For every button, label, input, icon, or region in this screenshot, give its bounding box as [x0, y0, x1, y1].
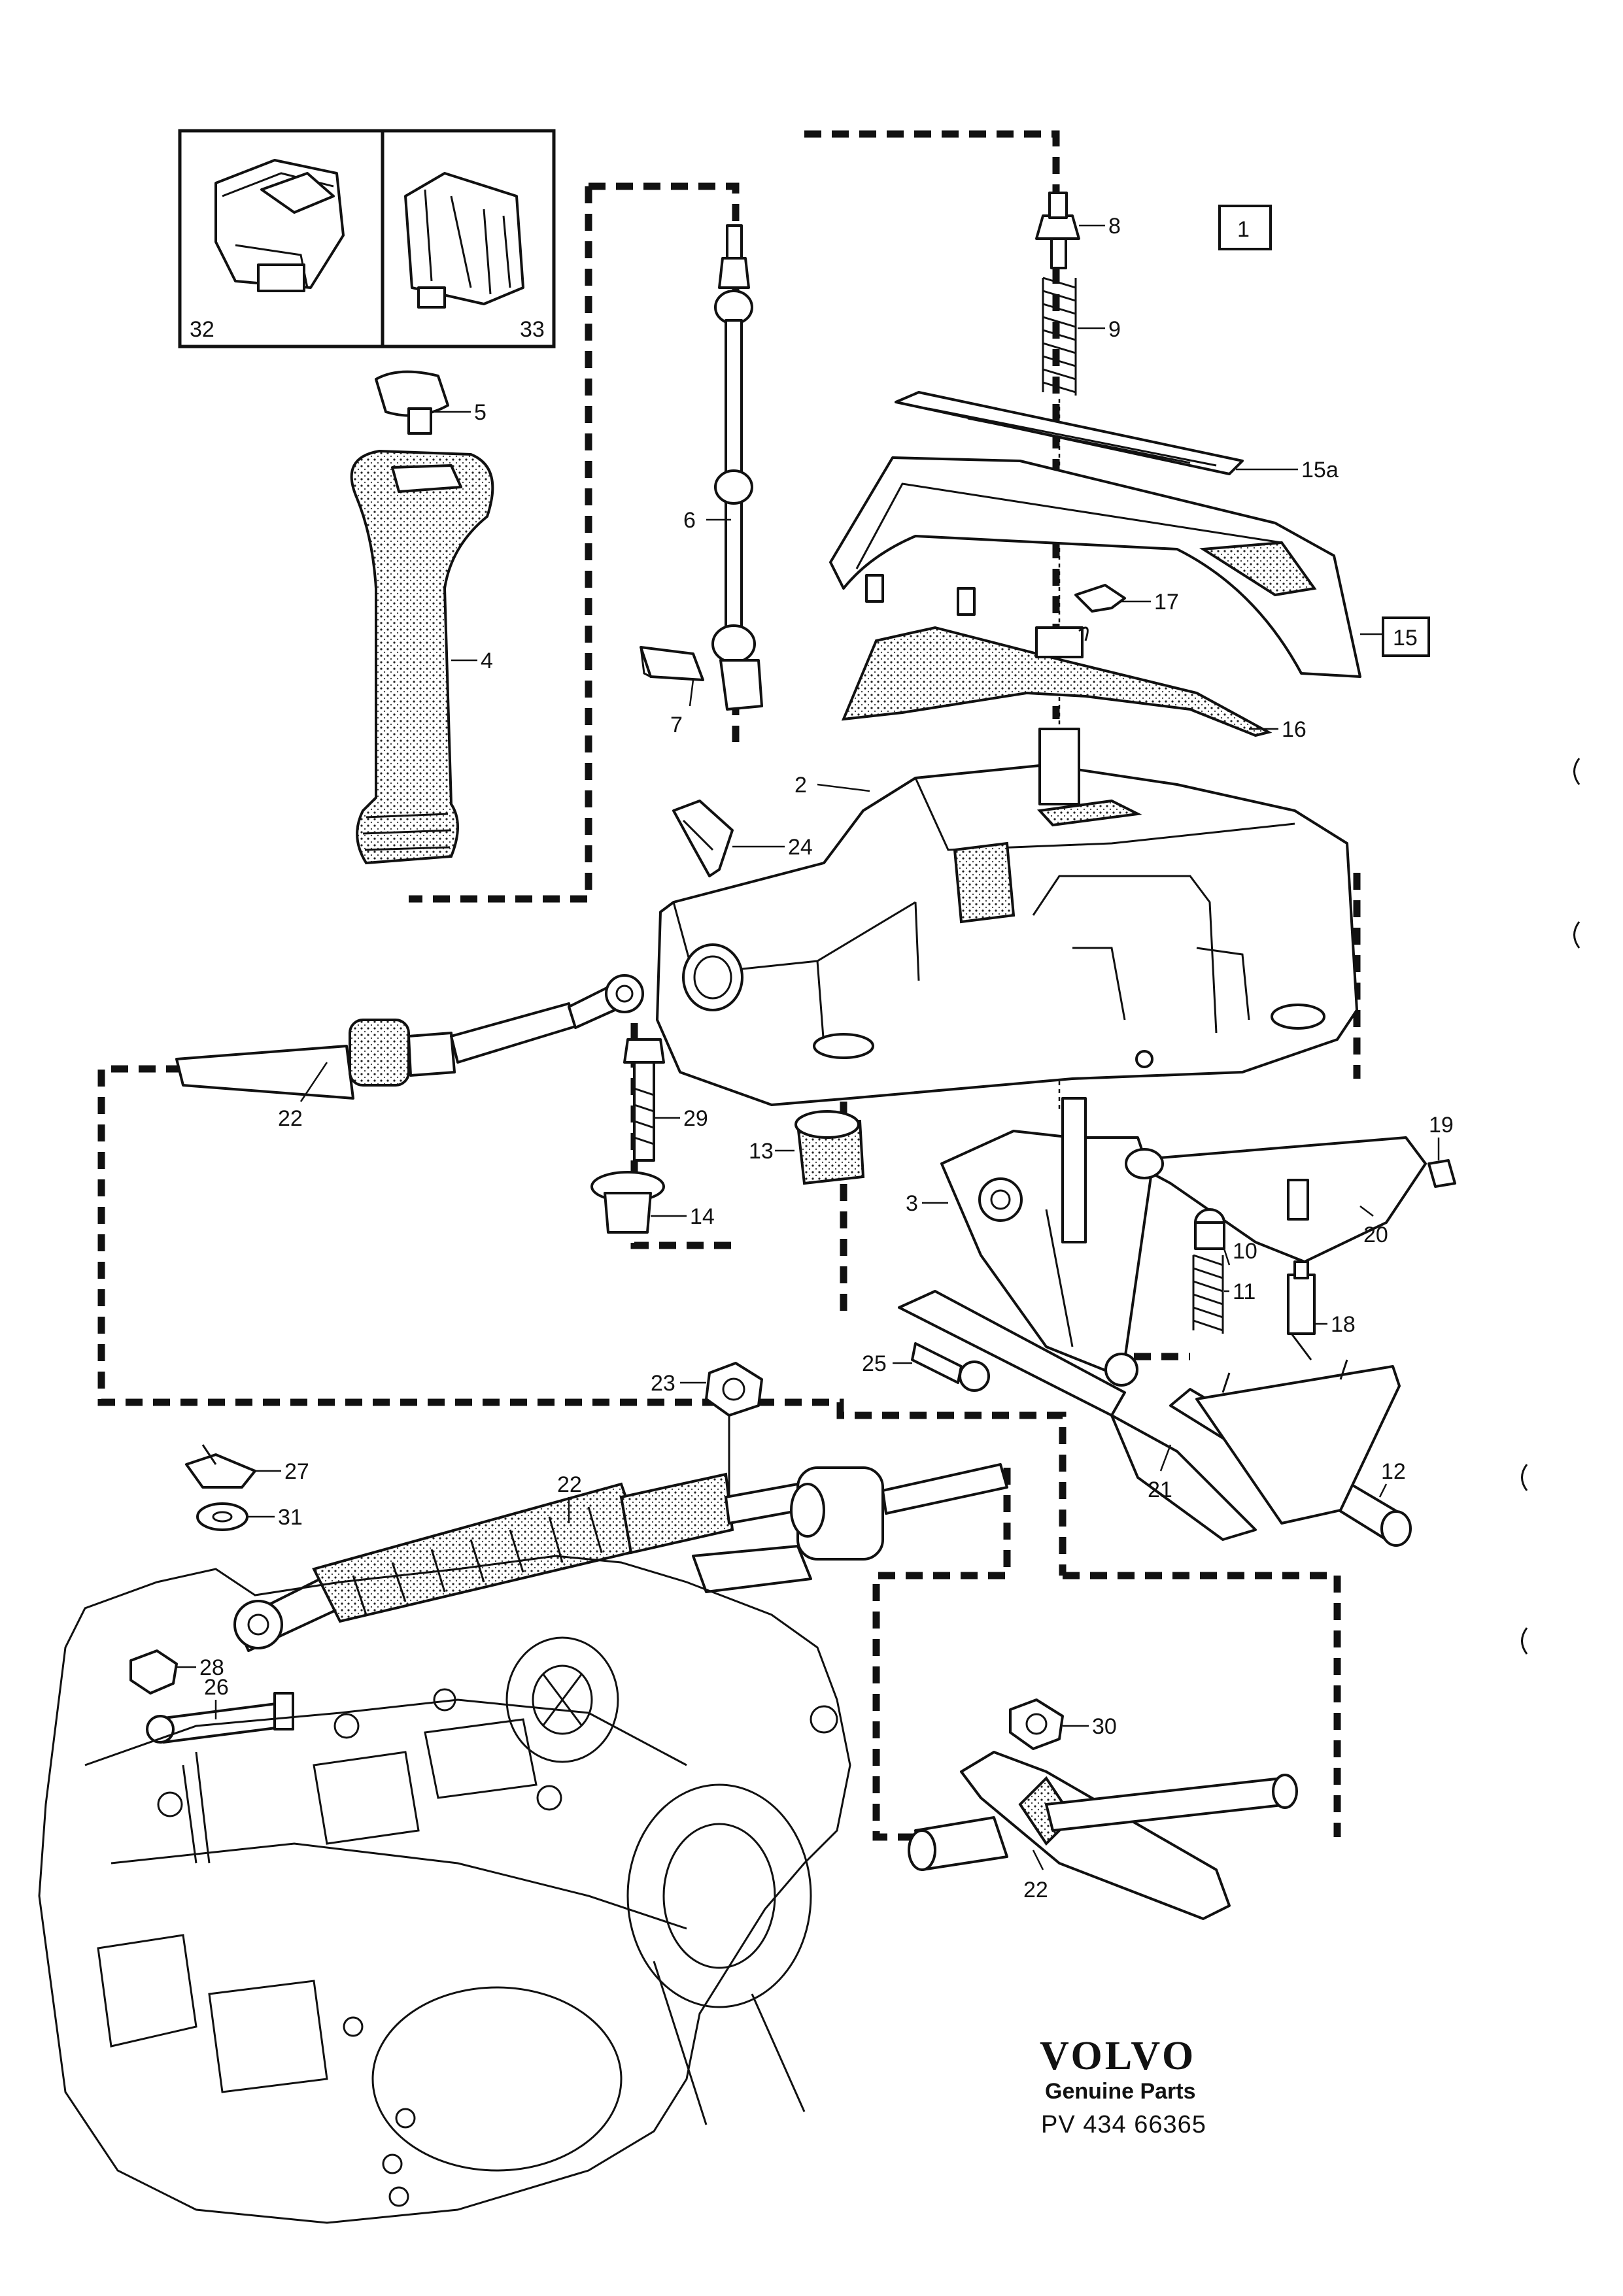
callout-32: 32	[190, 317, 214, 342]
callout-22-middle: 22	[557, 1472, 582, 1497]
callout-26: 26	[204, 1675, 229, 1700]
callout-30: 30	[1092, 1714, 1117, 1739]
callout-28: 28	[199, 1655, 224, 1680]
part-22-lower-cable	[233, 1463, 1008, 1652]
inset-box: 32 33	[178, 129, 556, 348]
leader-lines	[177, 224, 1440, 1870]
part-3-lever-bracket	[940, 1097, 1152, 1387]
drawing-reference: PV 434 66365	[1041, 2111, 1206, 2138]
callout-13: 13	[749, 1139, 774, 1164]
callouts: 8 9 15a 17 16 2 24 5 6 7 4 22 29 14 13 3…	[199, 214, 1454, 1902]
part-2-shift-housing	[656, 728, 1358, 1106]
part-21-selector-plate	[898, 1290, 1257, 1541]
part-14-bushing	[590, 1171, 665, 1234]
assembly-number: 15	[1393, 626, 1418, 650]
part-10-plunger	[1194, 1208, 1225, 1250]
part-11-spring	[1192, 1254, 1224, 1334]
part-13-rubber-bushing	[794, 1110, 865, 1185]
section-number: 1	[1237, 217, 1250, 242]
part-31-washer	[196, 1502, 248, 1531]
edge-marks	[1521, 758, 1580, 1655]
callout-22-lower: 22	[1023, 1878, 1048, 1902]
callout-15a: 15a	[1301, 458, 1339, 482]
part-20-guide-plate	[1125, 1136, 1427, 1263]
brand-block: VOLVO Genuine Parts PV 434 66365	[1040, 2034, 1206, 2138]
part-22-upper-cable	[175, 974, 644, 1100]
part-29-bolt	[623, 1038, 665, 1162]
part-5-knob-cap	[375, 370, 449, 435]
callout-6: 6	[683, 508, 696, 533]
callout-31: 31	[278, 1505, 303, 1530]
part-12-housing	[1195, 1359, 1401, 1525]
callout-3: 3	[906, 1191, 918, 1216]
part-27-clip	[185, 1444, 256, 1489]
part-19-clip	[1427, 1159, 1456, 1188]
part-24-spring-clip	[672, 800, 734, 877]
callout-10: 10	[1233, 1239, 1257, 1264]
callout-7: 7	[670, 713, 683, 737]
callout-18: 18	[1331, 1312, 1356, 1337]
brand-logo: VOLVO	[1040, 2034, 1196, 2078]
part-16-gear-bellow	[841, 626, 1273, 737]
part-25-pin	[911, 1342, 990, 1392]
callout-11: 11	[1233, 1279, 1256, 1304]
callout-16: 16	[1282, 717, 1307, 742]
callout-21: 21	[1148, 1477, 1172, 1502]
callout-12: 12	[1381, 1459, 1406, 1484]
part-4-gear-lever-knob	[350, 449, 494, 865]
callout-5: 5	[474, 400, 487, 425]
assembly-box-15: 15	[1382, 616, 1430, 657]
part-17-clip	[1074, 584, 1126, 641]
part-6-lever-rod	[711, 224, 763, 711]
callout-9: 9	[1108, 317, 1121, 342]
part-18-sensor	[1287, 1260, 1316, 1360]
callout-20: 20	[1363, 1223, 1388, 1247]
part-33-relay	[404, 172, 524, 309]
callout-25: 25	[862, 1351, 887, 1376]
callout-8: 8	[1108, 214, 1121, 239]
part-7-block	[640, 646, 704, 681]
section-box: 1	[1218, 205, 1272, 250]
callout-22-upper: 22	[278, 1106, 303, 1131]
callout-24: 24	[788, 835, 813, 860]
part-15-gear-cover	[829, 456, 1361, 678]
callout-14: 14	[690, 1204, 715, 1229]
callout-23: 23	[651, 1371, 675, 1396]
part-28-nut	[129, 1649, 178, 1695]
callout-2: 2	[794, 773, 807, 798]
part-30-nut	[1009, 1698, 1064, 1750]
part-22-selector-lever	[908, 1751, 1298, 1920]
callout-19: 19	[1429, 1113, 1454, 1138]
callout-29: 29	[683, 1106, 708, 1131]
brand-tagline: Genuine Parts	[1045, 2079, 1196, 2104]
part-15a-gasket-plate	[895, 391, 1244, 475]
transmission-housing	[38, 1555, 851, 2224]
part-32-switch	[214, 159, 345, 292]
part-8-plunger	[1035, 192, 1080, 269]
callout-4: 4	[481, 649, 493, 673]
callout-33: 33	[520, 317, 545, 342]
callout-17: 17	[1154, 590, 1179, 615]
callout-27: 27	[284, 1459, 309, 1484]
part-9-spring	[1042, 277, 1077, 396]
